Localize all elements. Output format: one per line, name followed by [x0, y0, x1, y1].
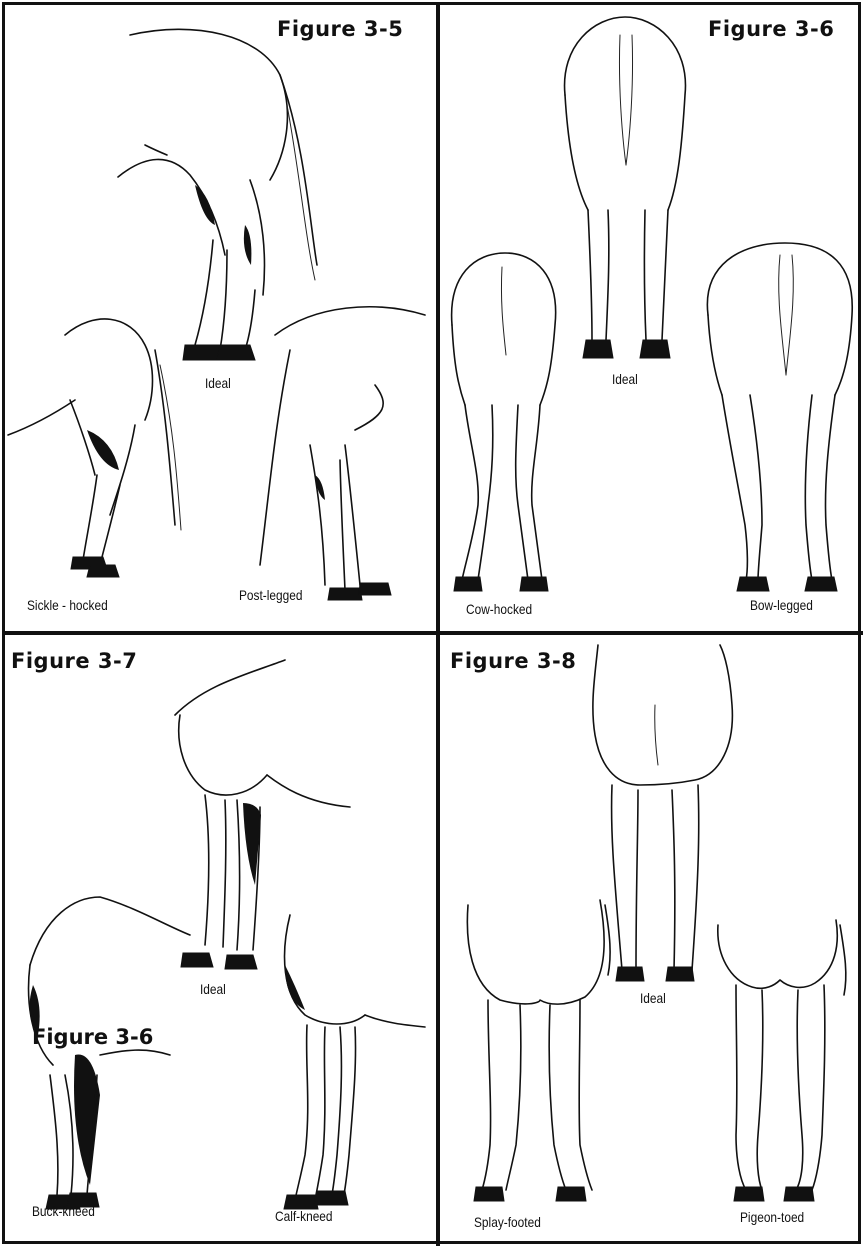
post-legged-hind-leg: [260, 307, 425, 600]
ideal-label: Ideal: [612, 371, 638, 387]
figure-3-5-panel: Figure 3-5 Ideal Sickle - hocked Post-le…: [5, 5, 436, 631]
figure-3-7-panel: Figure 3-7 Ideal Figure 3-6 Buck-kneed C…: [5, 635, 436, 1243]
sickle-hocked-hind-leg: [8, 319, 181, 577]
ideal-label: Ideal: [200, 981, 226, 997]
cow-hocked-label: Cow-hocked: [466, 601, 532, 617]
ideal-label: Ideal: [640, 990, 666, 1006]
splay-footed-label: Splay-footed: [474, 1214, 541, 1230]
figure-title: Figure 3-8: [450, 649, 576, 673]
figure-3-6-drawing: [440, 5, 860, 631]
figure-3-7-drawing: [5, 635, 436, 1243]
figure-title: Figure 3-6: [708, 17, 834, 41]
splay-footed-front-view: [467, 900, 610, 1201]
bow-legged-label: Bow-legged: [750, 597, 813, 613]
post-legged-label: Post-legged: [239, 587, 303, 603]
figure-3-8-drawing: [440, 635, 860, 1243]
pigeon-toed-front-view: [718, 920, 846, 1201]
figure-3-5-drawing: [5, 5, 436, 631]
ideal-label: Ideal: [205, 375, 231, 391]
calf-kneed-foreleg: [284, 915, 425, 1209]
ideal-front-view: [593, 645, 733, 981]
figure-3-8-panel: Figure 3-8 Ideal Splay-footed Pigeon-toe…: [440, 635, 860, 1243]
calf-kneed-label: Calf-kneed: [275, 1208, 333, 1224]
buck-kneed-label: Buck-kneed: [32, 1203, 95, 1219]
ideal-side-hind-leg: [118, 29, 317, 360]
pigeon-toed-label: Pigeon-toed: [740, 1209, 804, 1225]
ideal-rear-view: [565, 17, 686, 358]
sickle-hocked-label: Sickle - hocked: [27, 597, 108, 613]
figure-title: Figure 3-7: [11, 649, 137, 673]
figure-3-6-panel: Figure 3-6 Ideal Cow-hocked Bow-legged: [440, 5, 860, 631]
figure-title: Figure 3-5: [277, 17, 403, 41]
ideal-side-foreleg: [175, 660, 350, 969]
buck-kneed-foreleg: [29, 897, 190, 1209]
cow-hocked-rear-view: [452, 253, 556, 591]
bow-legged-rear-view: [707, 243, 852, 591]
overlaid-figure-title: Figure 3-6: [32, 1025, 153, 1049]
